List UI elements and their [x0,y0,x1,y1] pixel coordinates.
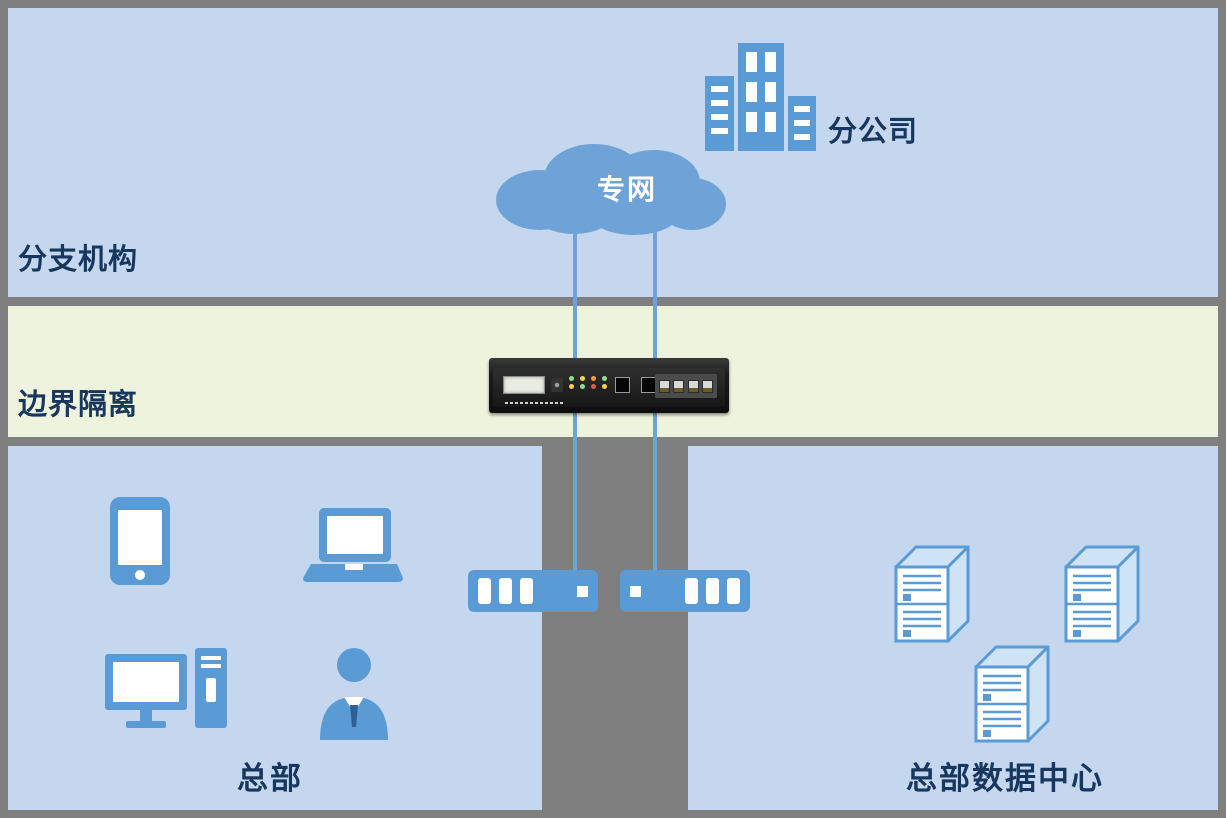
device-keypad [551,378,563,392]
laptop-icon [303,508,403,593]
cloud-icon [496,144,726,235]
switch-right-icon [620,570,750,612]
downlink-line-left-bottom [573,410,577,572]
server-icon-2 [1060,543,1144,650]
downlink-line-right-bottom [653,410,657,572]
device-port-group [655,374,717,398]
headquarters-zone-panel [8,446,542,810]
datacenter-label: 总部数据中心 [906,761,1104,796]
branch-office-label: 分公司 [828,116,919,148]
boundary-zone-label: 边界隔离 [18,389,139,421]
headquarters-label: 总部 [237,761,303,796]
device-front-panel [493,368,725,407]
private-network-label: 专网 [596,174,657,205]
device-port-c [687,379,699,393]
uplink-line-left-top [573,228,577,362]
branch-zone-label: 分支机构 [18,244,139,276]
smartphone-icon [108,497,172,592]
person-icon [315,645,393,745]
branch-office-building-icon [705,38,820,158]
vpn-gateway-device [489,358,729,413]
desktop-pc-icon [105,648,229,738]
switch-left-icon [468,570,598,612]
device-lcd-screen [503,376,545,394]
device-ethernet-port-2 [641,377,656,393]
building-icon [705,43,816,151]
device-led-indicators [569,376,609,389]
device-port-d [702,379,714,393]
server-icon-3 [970,643,1054,750]
device-port-a [658,379,670,393]
device-print-text [505,402,563,404]
server-icon-1 [890,543,974,650]
uplink-line-right-top [653,228,657,362]
private-network-cloud-icon [482,138,732,243]
device-ethernet-port-1 [615,377,630,393]
device-port-b [673,379,685,393]
